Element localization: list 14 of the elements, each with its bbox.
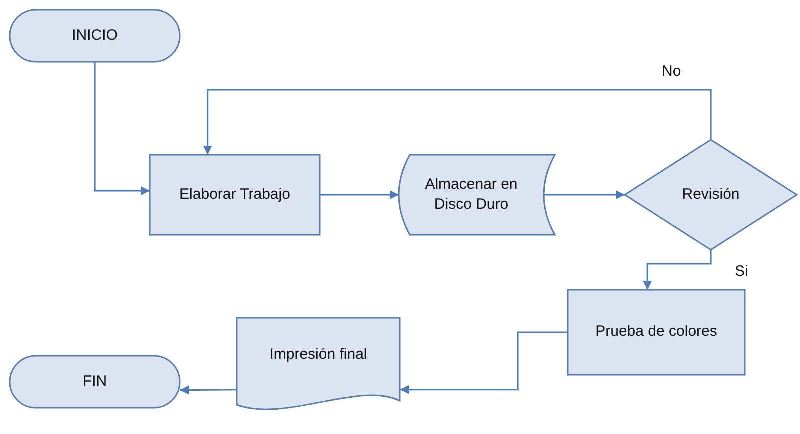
node-label: Prueba de colores	[596, 322, 718, 342]
node-label: Almacenar en Disco Duro	[424, 174, 519, 215]
node-label: Elaborar Trabajo	[180, 184, 290, 205]
arrow	[400, 332, 568, 394]
node-label: INICIO	[72, 26, 118, 46]
node-label: Impresión final	[270, 345, 368, 366]
arrow	[544, 190, 625, 200]
arrow	[94, 62, 150, 196]
node-label: FIN	[82, 372, 108, 392]
arrow	[203, 89, 712, 155]
arrow	[643, 250, 712, 290]
arrow	[180, 386, 237, 395]
arrow	[320, 190, 399, 200]
node-label: Revisión	[682, 184, 740, 205]
